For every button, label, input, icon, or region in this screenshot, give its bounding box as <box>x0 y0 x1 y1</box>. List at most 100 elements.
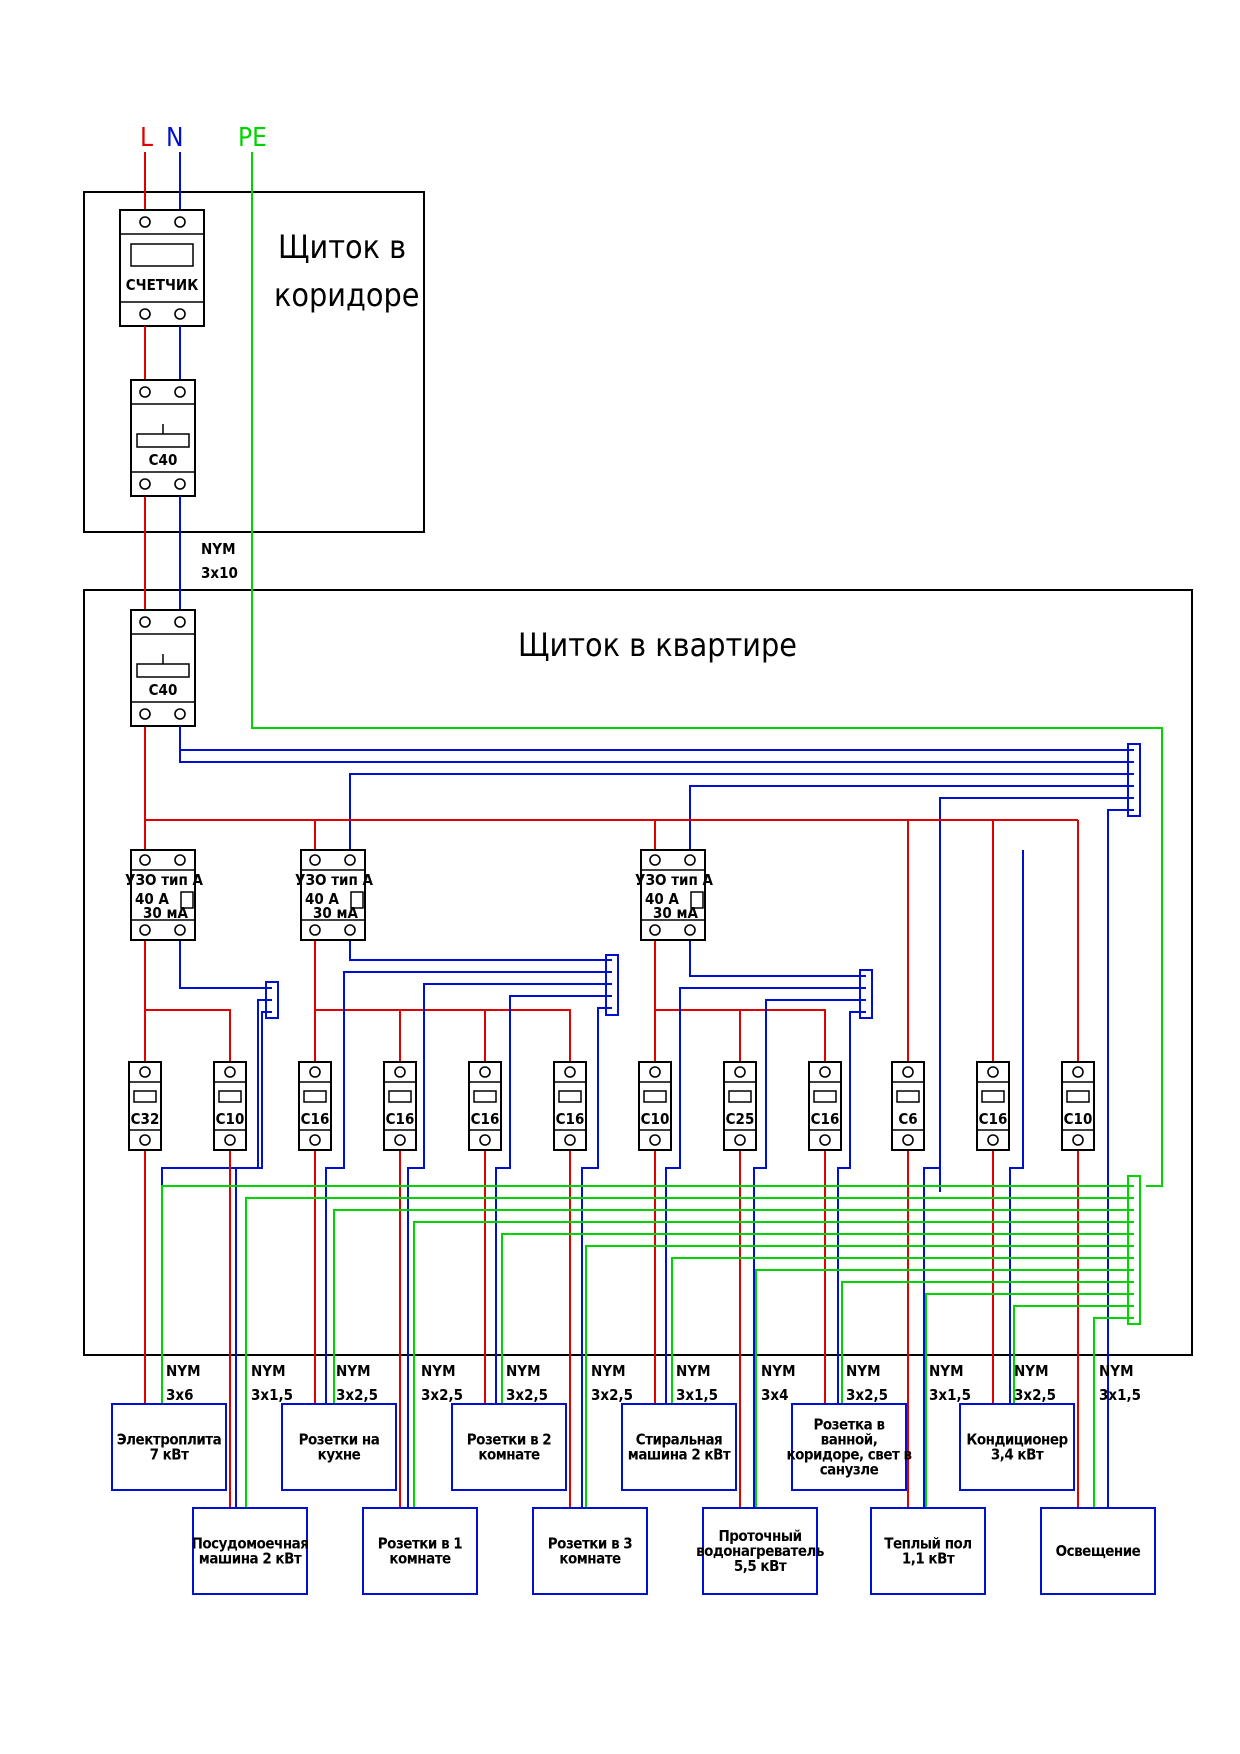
rcd-1-type: УЗО тип А <box>125 871 203 889</box>
load-9-line-2: ванной, <box>821 1431 878 1449</box>
load-8-line-1: Проточный <box>718 1527 801 1545</box>
load-1-line-2: 7 кВт <box>150 1446 190 1464</box>
rcd-3-current: 40 А <box>645 890 679 908</box>
rcd-3-type: УЗО тип А <box>635 871 713 889</box>
cable-4-type: NYM <box>421 1362 456 1380</box>
corridor-main-breaker: C40 <box>130 379 196 497</box>
breaker-12: C10 <box>1061 1061 1095 1151</box>
load-2-line-1: Посудомоечная <box>192 1535 309 1553</box>
meter: СЧЕТЧИК <box>119 209 205 327</box>
load-7-line-2: машина 2 кВт <box>628 1446 731 1464</box>
rcd-2: УЗО тип А40 А30 мА <box>295 849 374 941</box>
cable-2-size: 3x1,5 <box>251 1386 293 1404</box>
corridor-panel-title-line2: коридоре <box>274 276 420 314</box>
cable-6-type: NYM <box>591 1362 626 1380</box>
breaker-3-rating: C16 <box>301 1110 330 1128</box>
breaker-9-rating: C16 <box>811 1110 840 1128</box>
rcd-1-leak: 30 мА <box>143 904 189 922</box>
cable-9-type: NYM <box>846 1362 881 1380</box>
cable-label-group: NYM 3x6 NYM 3x1,5 NYM 3x2,5 NYM 3x2,5 NYM 3x2,5 NY… <box>166 1362 1141 1404</box>
load-3-line-2: кухне <box>318 1446 361 1464</box>
breaker-4: C16 <box>383 1061 417 1151</box>
cable-7-size: 3x1,5 <box>676 1386 718 1404</box>
cable-10-type: NYM <box>929 1362 964 1380</box>
cable-4-size: 3x2,5 <box>421 1386 463 1404</box>
load-2-line-2: машина 2 кВт <box>199 1550 302 1568</box>
rcd-3: УЗО тип А40 А30 мА <box>635 849 714 941</box>
breaker-8-rating: C25 <box>726 1110 755 1128</box>
breaker-9: C16 <box>808 1061 842 1151</box>
rcd-1: УЗО тип А40 А30 мА <box>125 849 204 941</box>
rcd-2-leak: 30 мА <box>313 904 359 922</box>
apartment-panel <box>83 589 1193 1356</box>
rcd-3-leak: 30 мА <box>653 904 699 922</box>
meter-label: СЧЕТЧИК <box>126 276 198 294</box>
corridor-main-breaker-rating: C40 <box>149 451 178 469</box>
cable-1-size: 3x6 <box>166 1386 193 1404</box>
load-6-line-2: комнате <box>559 1550 621 1568</box>
corridor-panel-title-line1: Щиток в <box>278 228 406 266</box>
neutral-main-busbar <box>1127 743 1141 817</box>
breaker-10: C6 <box>891 1061 925 1151</box>
cable-8-size: 3x4 <box>761 1386 788 1404</box>
load-12-line-1: Освещение <box>1056 1542 1141 1560</box>
bus-label-pe: PE <box>238 123 267 153</box>
breaker-1: C32 <box>128 1061 162 1151</box>
cable-9-size: 3x2,5 <box>846 1386 888 1404</box>
load-9-line-4: санузле <box>820 1461 879 1479</box>
load-1-line-1: Электроплита <box>117 1431 222 1449</box>
load-3-line-1: Розетки на <box>299 1431 380 1449</box>
load-7-line-1: Стиральная <box>636 1431 722 1449</box>
corridor-panel <box>83 191 425 533</box>
breaker-12-rating: C10 <box>1064 1110 1093 1128</box>
cable-3-type: NYM <box>336 1362 371 1380</box>
breaker-7: C10 <box>638 1061 672 1151</box>
breaker-10-rating: C6 <box>898 1110 917 1128</box>
load-12: Освещение <box>1040 1507 1156 1595</box>
cable-11-size: 3x2,5 <box>1014 1386 1056 1404</box>
breaker-1-rating: C32 <box>131 1110 160 1128</box>
apartment-main-breaker: C40 <box>130 609 196 727</box>
rcd1-neutral-busbar <box>265 981 279 1019</box>
breaker-6: C16 <box>553 1061 587 1151</box>
breaker-6-rating: C16 <box>556 1110 585 1128</box>
apartment-panel-title: Щиток в квартире <box>518 626 797 664</box>
load-6-line-1: Розетки в 3 <box>548 1535 633 1553</box>
breaker-4-rating: C16 <box>386 1110 415 1128</box>
rcd-2-current: 40 А <box>305 890 339 908</box>
breaker-5-rating: C16 <box>471 1110 500 1128</box>
apartment-main-breaker-rating: C40 <box>149 681 178 699</box>
breaker-11: C16 <box>976 1061 1010 1151</box>
breaker-5: C16 <box>468 1061 502 1151</box>
feed-cable-size: 3x10 <box>201 564 238 582</box>
feed-cable-type: NYM <box>201 540 236 558</box>
cable-2-type: NYM <box>251 1362 286 1380</box>
cable-6-size: 3x2,5 <box>591 1386 633 1404</box>
load-4-line-2: комнате <box>389 1550 451 1568</box>
bus-label-l: L <box>140 123 153 153</box>
breaker-2-rating: C10 <box>216 1110 245 1128</box>
load-10-line-2: 1,1 кВт <box>902 1550 955 1568</box>
rcd2-neutral-busbar <box>605 954 619 1016</box>
pe-busbar <box>1127 1175 1141 1325</box>
rcd-1-current: 40 А <box>135 890 169 908</box>
cable-5-type: NYM <box>506 1362 541 1380</box>
breaker-8: C25 <box>723 1061 757 1151</box>
load-5-line-1: Розетки в 2 <box>467 1431 552 1449</box>
breaker-3: C16 <box>298 1061 332 1151</box>
cable-3-size: 3x2,5 <box>336 1386 378 1404</box>
load-5-line-2: комнате <box>478 1446 540 1464</box>
